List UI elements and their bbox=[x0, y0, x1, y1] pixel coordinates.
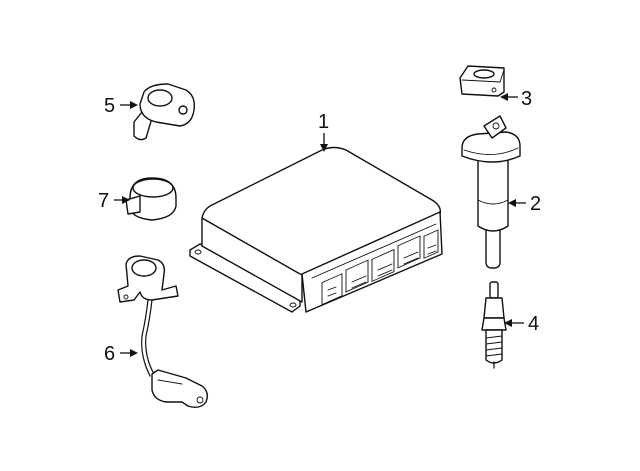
callout-3: 3 bbox=[500, 88, 532, 110]
callout-7: 7 bbox=[98, 190, 130, 212]
callout-5: 5 bbox=[104, 95, 138, 117]
sensor-block[interactable] bbox=[459, 65, 505, 97]
callout-1: 1 bbox=[318, 111, 329, 152]
callout-label-3: 3 bbox=[521, 88, 532, 110]
callout-label-5: 5 bbox=[104, 95, 115, 117]
callout-label-4: 4 bbox=[528, 313, 539, 335]
retainer-clip[interactable] bbox=[125, 177, 177, 221]
callout-4: 4 bbox=[504, 313, 539, 335]
position-sensor[interactable] bbox=[133, 83, 196, 141]
harnessed-sensor[interactable] bbox=[117, 255, 209, 409]
callout-label-2: 2 bbox=[530, 193, 541, 215]
callout-label-1: 1 bbox=[318, 111, 329, 133]
callout-label-6: 6 bbox=[104, 343, 115, 365]
engine-control-module[interactable] bbox=[189, 146, 443, 313]
callout-6: 6 bbox=[104, 343, 138, 365]
callout-label-7: 7 bbox=[98, 190, 109, 212]
callout-2: 2 bbox=[508, 193, 541, 215]
ignition-coil[interactable] bbox=[461, 115, 521, 269]
spark-plug[interactable] bbox=[481, 281, 507, 369]
